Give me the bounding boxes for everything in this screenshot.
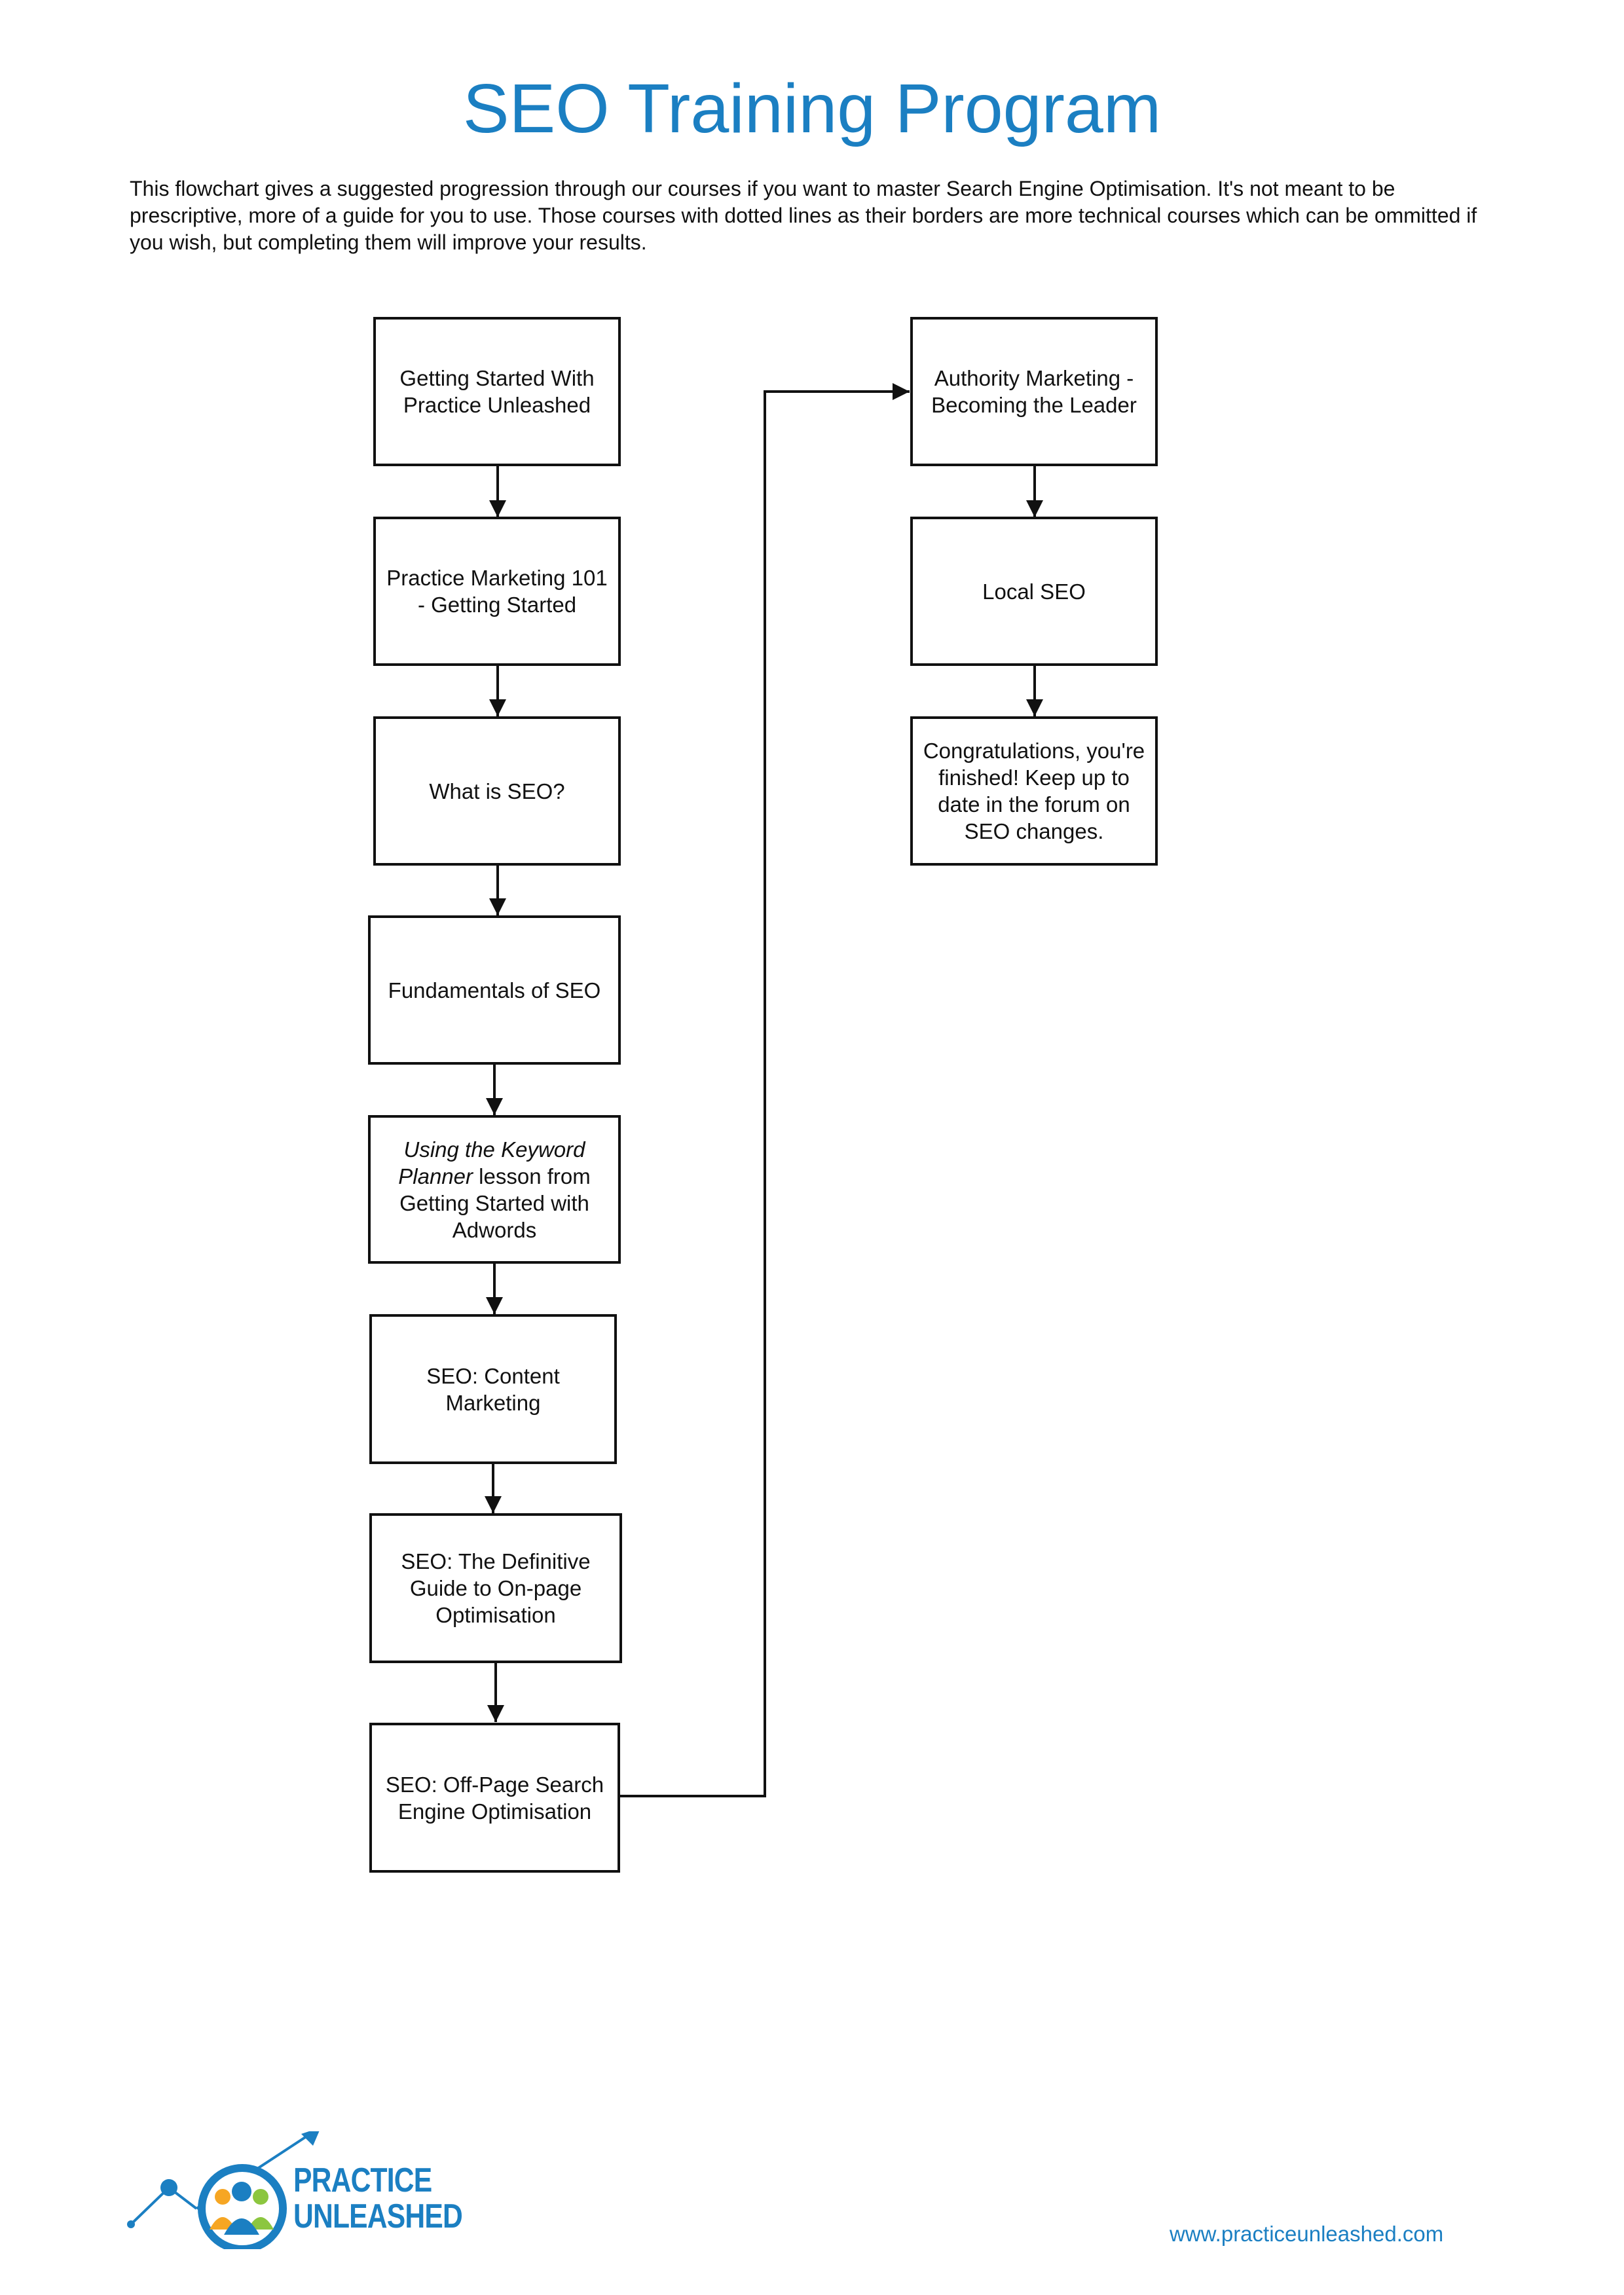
page-title: SEO Training Program bbox=[462, 70, 1162, 147]
step-local-seo: Local SEO bbox=[910, 517, 1158, 666]
step-off-page-seo: SEO: Off-Page Search Engine Optimisation bbox=[369, 1723, 620, 1873]
step-content-marketing: SEO: Content Marketing bbox=[369, 1314, 617, 1464]
step-what-is-seo: What is SEO? bbox=[373, 716, 621, 866]
step-getting-started: Getting Started With Practice Unleashed bbox=[373, 317, 621, 466]
step-keyword-planner: Using the Keyword Planner lesson from Ge… bbox=[368, 1115, 621, 1264]
step-keyword-planner-italic: Using the Keyword Planner bbox=[398, 1137, 585, 1188]
logo-text-line2: UNLEASHED bbox=[293, 2197, 463, 2235]
step-authority-marketing: Authority Marketing - Becoming the Leade… bbox=[910, 317, 1158, 466]
footer-url[interactable]: www.practiceunleashed.com bbox=[1170, 2222, 1444, 2246]
step-practice-marketing-101: Practice Marketing 101 - Getting Started bbox=[373, 517, 621, 666]
step-keyword-planner-rest: lesson from Getting Started with Adwords bbox=[399, 1164, 591, 1242]
practice-unleashed-logo: PRACTICE UNLEASHED bbox=[124, 2127, 465, 2253]
logo-text-line1: PRACTICE bbox=[293, 2161, 432, 2199]
step-fundamentals-of-seo: Fundamentals of SEO bbox=[368, 915, 621, 1065]
step-on-page-optimisation: SEO: The Definitive Guide to On-page Opt… bbox=[369, 1513, 622, 1663]
step-congratulations: Congratulations, you're finished! Keep u… bbox=[910, 716, 1158, 866]
connector-8-9 bbox=[619, 383, 910, 1797]
intro-paragraph: This flowchart gives a suggested progres… bbox=[130, 177, 1477, 254]
